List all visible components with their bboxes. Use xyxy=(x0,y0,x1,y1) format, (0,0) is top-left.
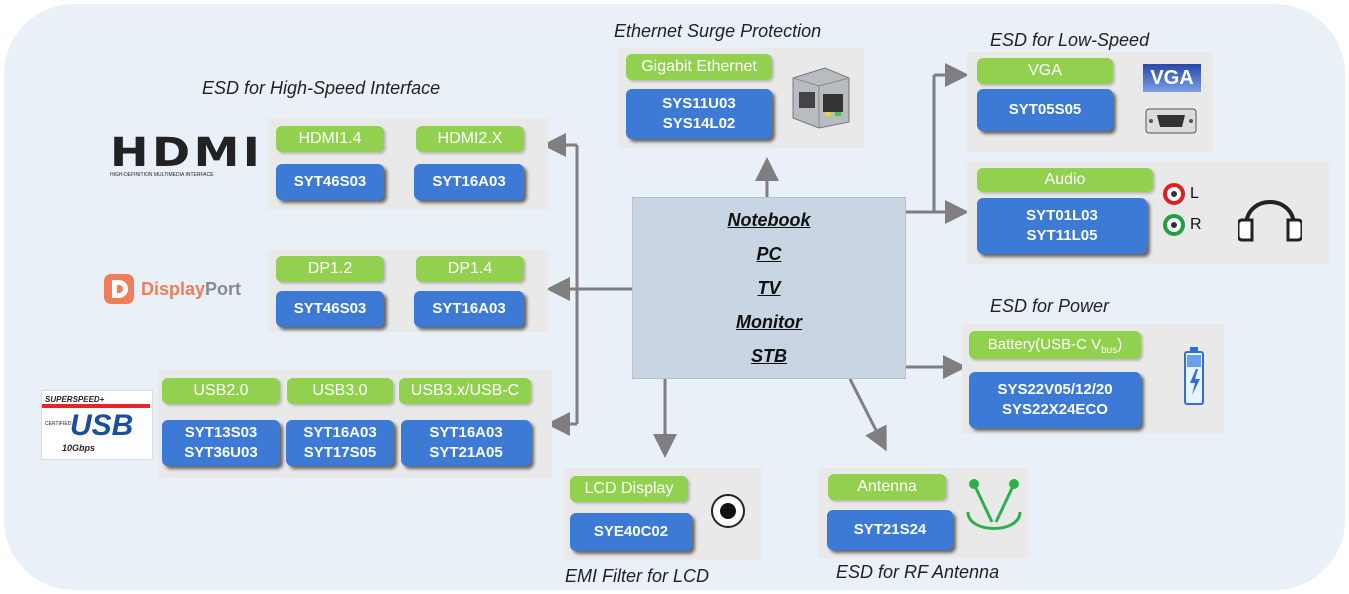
vga-logo: VGA xyxy=(1143,64,1201,92)
battery-icon xyxy=(1184,347,1204,405)
antenna-title: ESD for RF Antenna xyxy=(836,562,1000,582)
audio-jacks-icon xyxy=(1163,183,1185,236)
hdmi14-label: HDMI1.4 xyxy=(276,126,384,152)
device-stb: STB xyxy=(751,346,787,366)
dp12-label: DP1.2 xyxy=(276,256,384,282)
low-speed-title: ESD for Low-Speed xyxy=(990,30,1150,50)
lcd-connector-icon xyxy=(711,494,745,528)
audio-left-label: L xyxy=(1190,185,1199,202)
displayport-icon xyxy=(104,274,134,304)
antenna-part: SYT21S24 xyxy=(827,510,953,550)
device-pc: PC xyxy=(756,244,782,264)
usb30-label: USB3.0 xyxy=(287,378,393,404)
vga-label: VGA xyxy=(977,58,1113,84)
hdmi14-part: SYT46S03 xyxy=(276,164,384,200)
high-speed-title: ESD for High-Speed Interface xyxy=(202,78,441,98)
rj45-jack-icon xyxy=(792,67,850,129)
usb3x-label: USB3.x/USB-C xyxy=(399,378,531,404)
audio-label: Audio xyxy=(977,168,1153,192)
lcd-title: EMI Filter for LCD xyxy=(565,566,710,586)
lcd-part: SYE40C02 xyxy=(570,513,692,551)
dp14-part: SYT16A03 xyxy=(414,291,524,327)
battery-label: Battery(USB-C Vbus) xyxy=(969,331,1141,359)
dp12-part: SYT46S03 xyxy=(276,291,384,327)
center-devices-box: Notebook PC TV Monitor STB xyxy=(632,197,906,379)
hdmi-logo: HDMI HIGH-DEFINITION MULTIMEDIA INTERFAC… xyxy=(110,130,264,178)
device-monitor: Monitor xyxy=(736,312,802,332)
antenna-label: Antenna xyxy=(828,474,946,500)
lcd-label: LCD Display xyxy=(570,476,688,502)
hdmi2x-label: HDMI2.X xyxy=(416,126,524,152)
usb-logo: SUPERSPEED+ CERTIFIED USB 10Gbps xyxy=(41,390,153,460)
hdmi2x-part: SYT16A03 xyxy=(414,164,524,200)
headphones-icon xyxy=(1238,200,1302,242)
device-notebook: Notebook xyxy=(727,210,811,230)
dp14-label: DP1.4 xyxy=(416,256,524,282)
antenna-icon xyxy=(966,479,1022,530)
ethernet-title: Ethernet Surge Protection xyxy=(614,21,822,41)
device-tv: TV xyxy=(757,278,781,298)
vga-part: SYT05S05 xyxy=(977,89,1113,131)
vga-connector-icon xyxy=(1145,108,1197,134)
ethernet-label: Gigabit Ethernet xyxy=(626,54,772,80)
power-title: ESD for Power xyxy=(990,296,1110,316)
usb20-label: USB2.0 xyxy=(162,378,280,404)
audio-right-label: R xyxy=(1190,216,1202,233)
